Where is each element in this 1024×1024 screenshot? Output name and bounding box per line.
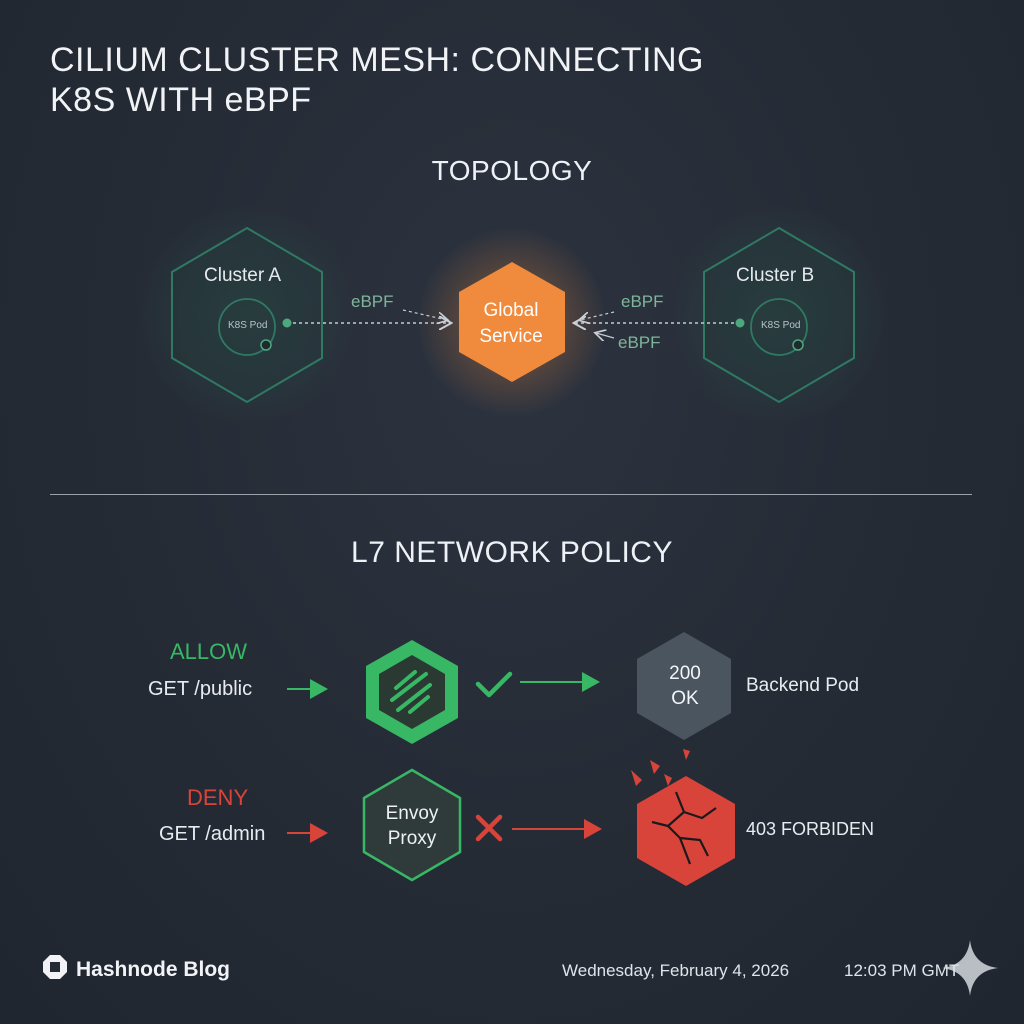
allow-result: 200 OK bbox=[640, 661, 730, 711]
sparkle-icon bbox=[942, 940, 998, 996]
global-service-line2: Service bbox=[479, 326, 543, 347]
allow-result-text: OK bbox=[671, 688, 699, 709]
topology-heading: TOPOLOGY bbox=[431, 155, 593, 186]
envoy-proxy-label: Envoy Proxy bbox=[357, 801, 467, 851]
cross-icon bbox=[475, 814, 503, 842]
envoy-proxy-line1: Envoy bbox=[385, 803, 439, 824]
allow-request: GET /public bbox=[148, 678, 253, 700]
cluster-a-label: Cluster A bbox=[204, 265, 282, 286]
footer-time: 12:03 PM GMT bbox=[844, 961, 960, 980]
global-service-label: Global Service bbox=[452, 298, 570, 350]
page-title-line2: K8S WITH eBPF bbox=[50, 81, 312, 119]
hashnode-logo-icon bbox=[43, 955, 67, 979]
footer-brand[interactable]: Hashnode Blog bbox=[38, 958, 230, 982]
check-icon bbox=[475, 671, 513, 698]
cluster-b-node bbox=[669, 205, 889, 425]
deny-target-label: 403 FORBIDEN bbox=[746, 819, 875, 839]
pod-b-port-icon bbox=[735, 318, 745, 328]
ebpf-link-label-b-lower: eBPF bbox=[618, 333, 661, 352]
section-divider bbox=[50, 494, 972, 495]
ebpf-link-label-b-upper: eBPF bbox=[621, 292, 664, 311]
envoy-proxy-line2: Proxy bbox=[387, 828, 437, 849]
global-service-node bbox=[417, 227, 607, 417]
deny-label: DENY bbox=[187, 785, 249, 810]
policy-heading: L7 NETWORK POLICY bbox=[351, 536, 673, 569]
allow-flow bbox=[287, 632, 731, 744]
stripes-icon bbox=[390, 670, 432, 714]
cluster-a-node bbox=[137, 205, 357, 425]
pod-a-port-icon bbox=[282, 318, 292, 328]
deny-request: GET /admin bbox=[159, 823, 266, 845]
allow-target-label: Backend Pod bbox=[746, 675, 860, 696]
allow-label: ALLOW bbox=[170, 639, 248, 664]
allow-result-code: 200 bbox=[669, 663, 701, 684]
cluster-a-pod-label: K8S Pod bbox=[228, 320, 268, 331]
envoy-proxy-node bbox=[362, 768, 462, 882]
page-title: CILIUM CLUSTER MESH: CONNECTING K8S WITH… bbox=[50, 40, 810, 120]
brand-name: Hashnode Blog bbox=[76, 958, 231, 981]
ebpf-link-label-a: eBPF bbox=[351, 292, 394, 311]
broken-hexagon-icon bbox=[631, 749, 735, 886]
ebpf-links bbox=[293, 309, 734, 338]
global-service-line1: Global bbox=[483, 300, 539, 321]
page-title-line1: CILIUM CLUSTER MESH: CONNECTING bbox=[50, 41, 704, 79]
deny-flow bbox=[287, 749, 735, 886]
cluster-b-label: Cluster B bbox=[736, 265, 815, 286]
backend-pod-node bbox=[637, 632, 731, 740]
footer-date: Wednesday, February 4, 2026 bbox=[562, 961, 790, 980]
cluster-b-pod-label: K8S Pod bbox=[761, 320, 801, 331]
